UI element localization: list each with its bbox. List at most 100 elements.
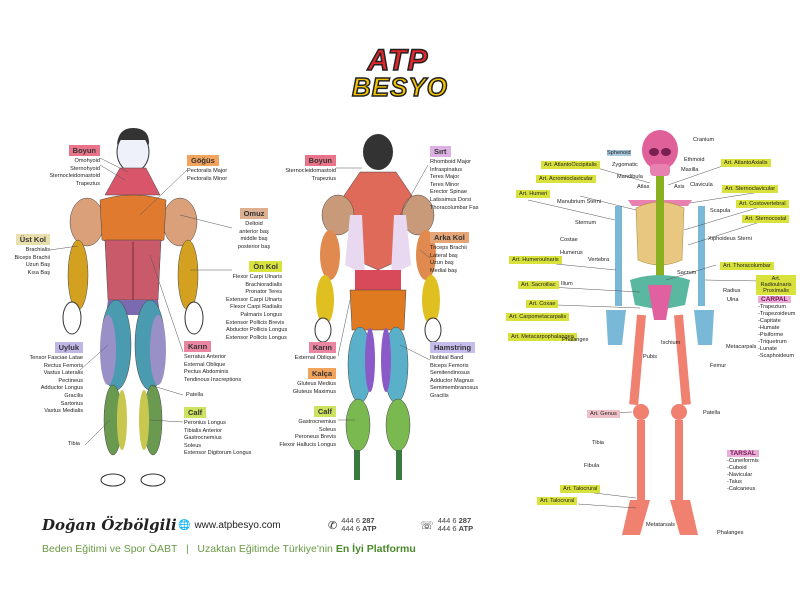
- bone-label: Humerus: [560, 250, 583, 256]
- group-header: Boyun: [68, 145, 100, 156]
- muscle-label: Brachioradialis: [245, 281, 282, 288]
- muscle-label: Erector Spinae: [430, 189, 468, 196]
- joint-tag: Art. Sternocostal: [742, 215, 790, 223]
- globe-icon: 🌐: [178, 519, 191, 531]
- muscle-label: Omohyoid: [74, 158, 101, 164]
- muscle-label: Tensor Fasciae Latae: [29, 355, 83, 361]
- bone-label: Phalanges: [562, 337, 589, 343]
- muscle-label: Biceps Femoris: [430, 362, 469, 369]
- muscle-label: Pectineus: [58, 377, 83, 384]
- group-header: Omuz: [239, 208, 269, 219]
- muscle-label: Sartorius: [60, 400, 83, 407]
- joint-tag: Art. Humeri: [516, 190, 551, 198]
- bone-label: Sacrum: [677, 270, 697, 276]
- bone-label: Ulna: [727, 297, 739, 303]
- muscle-label: Gracilis: [430, 392, 449, 399]
- bone-label: Femur: [710, 363, 727, 369]
- muscle-label: Extensor Carpi Ulnaris: [226, 296, 282, 303]
- muscle-label: Rectus Femoris: [43, 362, 83, 369]
- phone-icon: ✆: [328, 519, 338, 532]
- joint-tag: Art. Talocrural: [537, 497, 578, 505]
- group-header: Boyun: [304, 155, 336, 166]
- muscle-label: Gluteus Maximus: [292, 388, 336, 395]
- front-patella-label: Patella: [186, 392, 204, 398]
- joint-tag: Art. Coxae: [526, 300, 559, 308]
- joint-tag: Art. Genus: [587, 410, 620, 418]
- carpal-group: CARPAL-Trapezium-Trapezoideum-Capitate-H…: [758, 296, 795, 360]
- phone-letters-b: ATP: [362, 524, 377, 533]
- bone-label: Scapula: [710, 208, 731, 214]
- bone-label: Manubrium Sterni: [557, 199, 602, 205]
- website-link[interactable]: 🌐 www.atpbesyo.com: [178, 520, 328, 531]
- bone-label: Sphenoid: [607, 150, 631, 156]
- group-header: Üst Kol: [15, 234, 50, 245]
- bone-list-item: -Lunate: [758, 346, 777, 352]
- website-text: www.atpbesyo.com: [194, 519, 281, 531]
- bone-list-item: -Capitate: [758, 318, 781, 324]
- muscle-label: Pectoralis Major: [187, 168, 228, 174]
- wa-letters-a: 444 6: [437, 524, 459, 533]
- bone-label: Ilium: [561, 281, 573, 287]
- muscle-label: Brachialis: [25, 247, 50, 253]
- footer-tagline: Beden Eğitimi ve Spor ÖABT | Uzaktan Eği…: [42, 543, 416, 555]
- muscle-label: Kısa Baş: [27, 269, 50, 276]
- bone-list-item: -Cuboid: [727, 465, 747, 471]
- joint-tag: Art. Thoracolumbar: [720, 262, 774, 270]
- muscle-label: Gastrocnemius: [184, 435, 222, 442]
- tarsal-group: TARSAL-Cuneiformis-Cuboid-Navicular-Talu…: [727, 450, 759, 493]
- muscle-label: Vastus Medialis: [44, 408, 83, 415]
- muscle-label: Gracilis: [64, 392, 83, 399]
- muscle-label: Peroneus Brevis: [294, 434, 336, 441]
- bone-label: Ischium: [661, 340, 681, 346]
- group-header: Hamstring: [430, 342, 476, 353]
- muscle-label: Pectus Abdominis: [184, 369, 229, 376]
- group-header: Ön Kol: [249, 261, 282, 272]
- muscle-label: Uzun Baş: [25, 262, 50, 269]
- muscle-label: Extensor Pollicis Longus: [226, 334, 287, 341]
- muscle-label: Pronator Teres: [245, 289, 282, 296]
- logo-line2: BESYO: [351, 71, 449, 103]
- muscle-label: Infraspinatus: [430, 166, 463, 173]
- muscle-label: Biceps Brachii: [14, 254, 50, 261]
- joint-tag: Art. Costovertebral: [736, 200, 789, 208]
- bone-label: Tibia: [592, 440, 604, 446]
- bone-label: Clavicula: [690, 182, 713, 188]
- bone-list-item: -Trapezoideum: [758, 311, 796, 317]
- muscle-label: Semimembranosus: [430, 385, 479, 392]
- group-header: TARSAL: [727, 450, 759, 457]
- joint-tag: Art. Talocrural: [560, 485, 601, 493]
- phone-number-a: 444 6: [341, 516, 363, 525]
- footer-contact-row: Doğan Özbölgili 🌐 www.atpbesyo.com ✆ 444…: [42, 516, 512, 534]
- muscle-label: Lateral baş: [430, 252, 458, 259]
- joint-tag: Art. Metacarpophalangea: [508, 333, 577, 341]
- muscle-label: Abductor Pollicis Longus: [226, 327, 288, 334]
- wa-letters-b: ATP: [458, 524, 474, 533]
- group-header: Kalça: [307, 368, 336, 379]
- bone-list-item: -Navicular: [727, 472, 753, 478]
- muscle-label: Sternocleidomastoid: [285, 168, 336, 174]
- group-header: Arka Kol: [430, 232, 469, 243]
- muscle-label: Iliotibial Band: [430, 355, 464, 361]
- skeleton-figure: [606, 130, 714, 535]
- bone-list-item: -Trapezium: [758, 304, 787, 310]
- muscle-label: Triceps Brachii: [430, 245, 467, 251]
- wa-number-a: 444 6: [437, 516, 459, 525]
- joint-tag: Art. Sacroiliac: [518, 281, 559, 289]
- bone-list-item: -Pisiforme: [758, 332, 784, 338]
- muscle-label: Trapezius: [75, 180, 100, 187]
- muscle-label: Flexor Carpi Ulnaris: [232, 274, 282, 280]
- author-signature: Doğan Özbölgili: [42, 516, 177, 534]
- group-header: Karın: [308, 342, 336, 353]
- whatsapp-icon: ☏: [420, 519, 434, 532]
- bone-label: Zygomatic: [612, 162, 638, 168]
- front-tibia-label: Tibia: [68, 441, 80, 447]
- group-header: Uyluk: [54, 342, 83, 353]
